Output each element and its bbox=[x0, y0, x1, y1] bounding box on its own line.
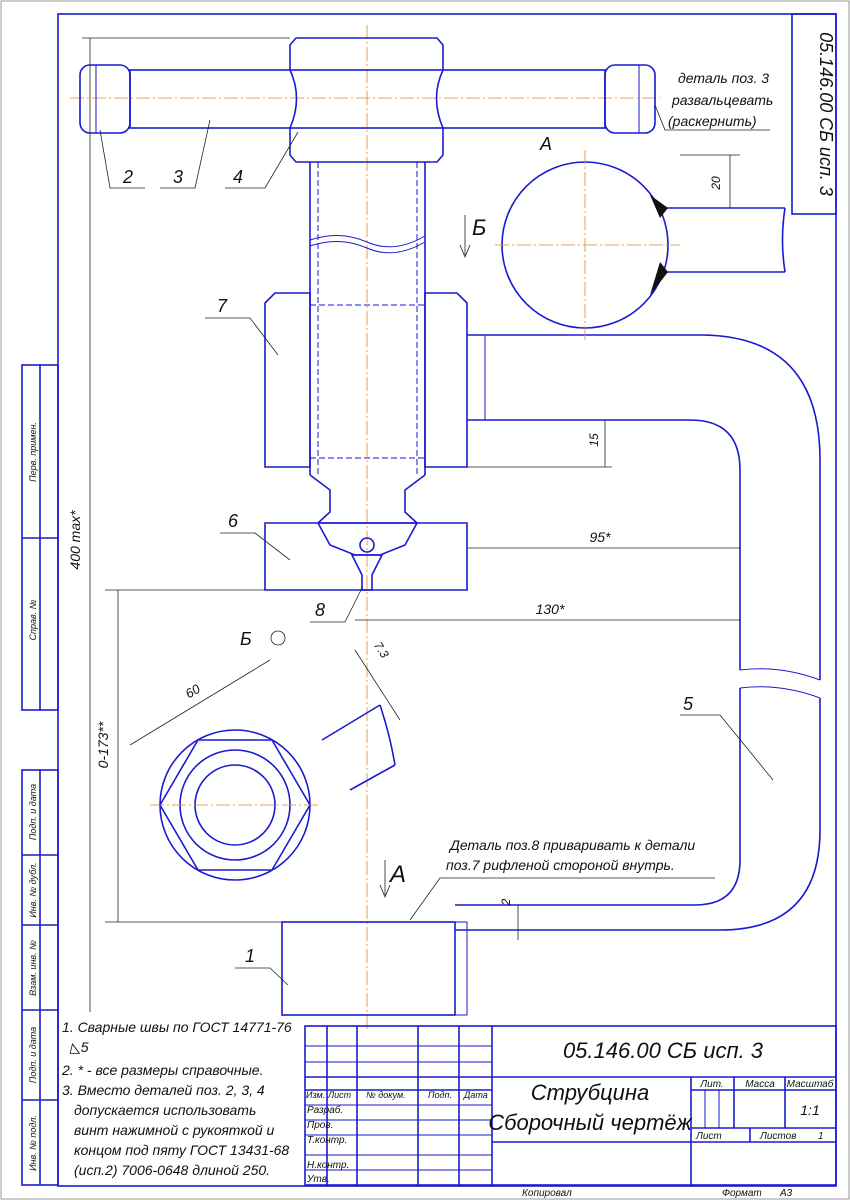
side-label-sprav: Справ. № bbox=[28, 599, 38, 640]
role-developer: Разраб. bbox=[307, 1104, 343, 1116]
flare-note-1: деталь поз. 3 bbox=[678, 70, 769, 86]
side-label-dubl: Инв. № дубл. bbox=[28, 862, 38, 917]
corner-code-box: 05.146.00 СБ исп. 3 bbox=[791, 13, 837, 215]
hdr-date: Дата bbox=[463, 1090, 488, 1100]
scale-value: 1:1 bbox=[800, 1102, 819, 1118]
format-value: А3 bbox=[779, 1188, 793, 1199]
role-ncontrol: Н.контр. bbox=[307, 1160, 349, 1171]
title-line-2: Сборочный чертёж bbox=[488, 1110, 692, 1135]
rotation-icon bbox=[270, 630, 286, 646]
view-b-label: Б bbox=[240, 629, 252, 649]
part-8 bbox=[350, 537, 384, 591]
handle-assembly bbox=[79, 37, 656, 163]
sheets-count: 1 bbox=[818, 1131, 824, 1142]
pos-5: 5 bbox=[683, 694, 694, 714]
part-1-jaw bbox=[281, 921, 456, 1016]
pos-6: 6 bbox=[228, 511, 239, 531]
flare-note-2: развальцевать bbox=[671, 92, 773, 108]
dim-opening: 0-173** bbox=[95, 721, 111, 768]
side-label-podp1: Подп. и дата bbox=[28, 784, 38, 840]
view-a-arrow-label: А bbox=[388, 861, 406, 888]
role-checker: Пров. bbox=[307, 1120, 333, 1131]
note-3-line2: допускается использовать bbox=[74, 1102, 256, 1118]
dim-overall: 400 max* bbox=[67, 510, 83, 570]
note-2: 2. * - все размеры справочные. bbox=[61, 1062, 263, 1078]
section-a-label: А bbox=[539, 134, 552, 154]
part-5-frame bbox=[454, 334, 821, 1016]
note-1: 1. Сварные швы по ГОСТ 14771-76 bbox=[62, 1019, 292, 1035]
flare-note-3: (раскернить) bbox=[668, 113, 757, 129]
pos-8: 8 bbox=[315, 600, 325, 620]
role-tcontrol: Т.контр. bbox=[307, 1135, 347, 1146]
pos-4: 4 bbox=[233, 167, 243, 187]
sheet-label: Лист bbox=[695, 1131, 722, 1142]
sheets-label: Листов bbox=[759, 1131, 796, 1142]
lit-label: Лит. bbox=[699, 1079, 723, 1090]
note-3-line3: винт нажимной с рукояткой и bbox=[74, 1122, 275, 1138]
dim-2: 2 bbox=[499, 898, 513, 906]
doc-code: 05.146.00 СБ исп. 3 bbox=[563, 1038, 764, 1063]
pos-7: 7 bbox=[217, 296, 228, 316]
pos-1: 1 bbox=[245, 946, 255, 966]
mass-label: Масса bbox=[745, 1079, 775, 1090]
dim-130: 130* bbox=[536, 601, 565, 617]
title-block bbox=[304, 1025, 837, 1186]
role-approve: Утв. bbox=[306, 1174, 330, 1185]
scale-label: Масштаб bbox=[787, 1078, 834, 1090]
view-a-arrow bbox=[379, 860, 391, 899]
leader-lines bbox=[99, 104, 774, 986]
side-label-perv: Перв. примен. bbox=[28, 422, 38, 482]
side-stamp: Перв. примен. Справ. № Подп. и дата Инв.… bbox=[21, 364, 59, 1186]
weld-note-2: поз.7 рифленой стороной внутрь. bbox=[446, 857, 675, 873]
title-line-1: Струбцина bbox=[531, 1080, 650, 1105]
weld-note-1: Деталь поз.8 приваривать к детали bbox=[448, 837, 695, 853]
view-b-arrow-label: Б bbox=[472, 215, 486, 240]
section-a bbox=[495, 150, 786, 340]
hdr-list: Лист bbox=[327, 1090, 352, 1100]
side-label-podp2: Подп. и дата bbox=[28, 1027, 38, 1083]
dim-20: 20 bbox=[709, 176, 723, 191]
pos-2: 2 bbox=[122, 167, 133, 187]
side-label-vzam: Взам. инв. № bbox=[28, 940, 38, 996]
note-1-weld: ◺5 bbox=[69, 1039, 89, 1055]
dim-95: 95* bbox=[589, 529, 611, 545]
dim-15: 15 bbox=[587, 433, 601, 447]
side-label-podl: Инв. № подл. bbox=[28, 1115, 38, 1171]
pos-3: 3 bbox=[173, 167, 183, 187]
view-b bbox=[150, 704, 396, 881]
view-b-arrow bbox=[459, 215, 471, 259]
hdr-doc-no: № докум. bbox=[366, 1090, 406, 1100]
note-3: 3. Вместо деталей поз. 2, 3, 4 bbox=[62, 1082, 265, 1098]
format-label: Формат bbox=[722, 1188, 762, 1199]
dimension-lines bbox=[82, 37, 740, 1012]
hdr-sign: Подп. bbox=[428, 1090, 452, 1100]
note-3-line5: (исп.2) 7006-0648 длиной 250. bbox=[74, 1162, 270, 1178]
note-3-line4: концом под пяту ГОСТ 13431-68 bbox=[74, 1142, 289, 1158]
corner-code: 05.146.00 СБ исп. 3 bbox=[816, 32, 836, 196]
hdr-izm: Изм. bbox=[306, 1090, 325, 1100]
copied-label: Копировал bbox=[522, 1188, 572, 1199]
technical-notes: 1. Сварные швы по ГОСТ 14771-76 ◺5 2. * … bbox=[61, 1019, 292, 1178]
